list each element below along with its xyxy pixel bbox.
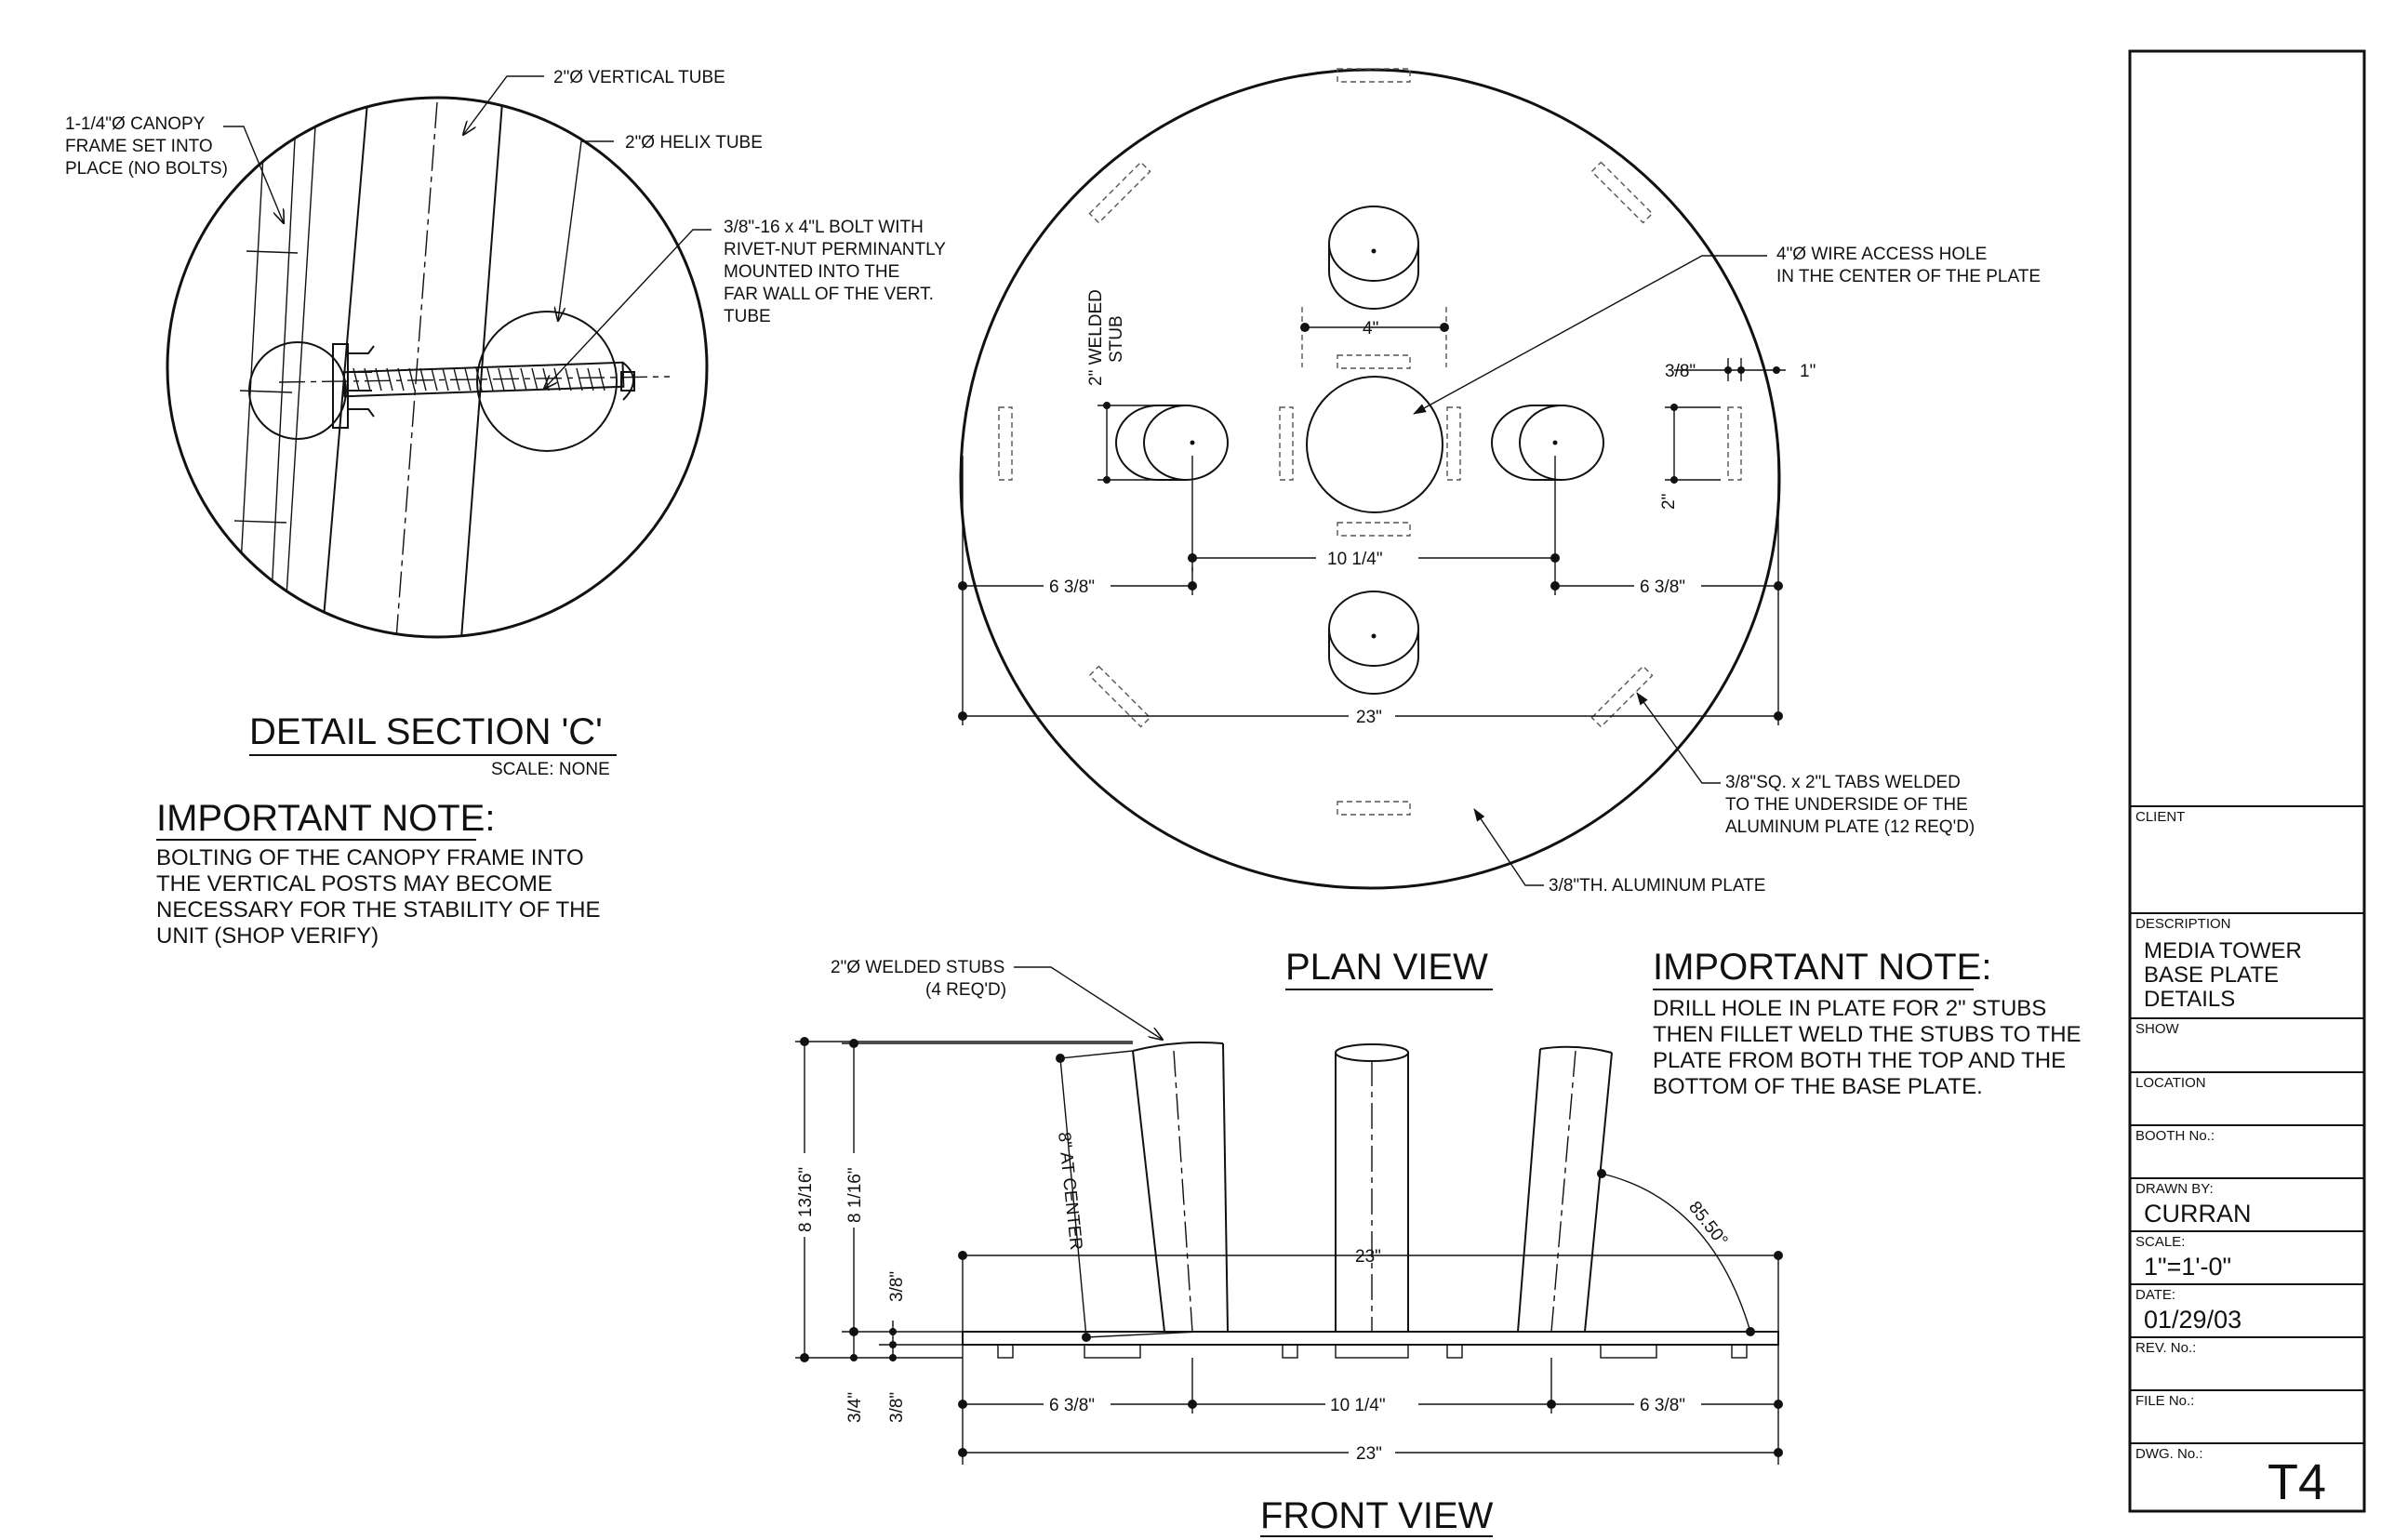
callout-bolt-4: FAR WALL OF THE VERT. [724, 285, 934, 304]
plan-stub-top [1328, 206, 1419, 310]
front-at-center: 8" AT CENTER [1054, 1131, 1085, 1251]
plan-stub-left [1115, 405, 1229, 481]
front-stubs-1: 2"Ø WELDED STUBS [831, 958, 1004, 977]
note-right-line-1: DRILL HOLE IN PLATE FOR 2" STUBS [1653, 996, 2046, 1021]
callout-helix-tube: 2"Ø HELIX TUBE [625, 133, 763, 153]
front-dim-center-span: 10 1/4" [1330, 1396, 1386, 1415]
note-right-title: IMPORTANT NOTE: [1653, 947, 1991, 988]
front-dim-width-top: 23" [1355, 1247, 1381, 1267]
note-right-line-2: THEN FILLET WELD THE STUBS TO THE [1653, 1022, 2082, 1047]
tb-scale-label: SCALE: [2135, 1234, 2185, 1250]
plan-tabs-3: ALUMINUM PLATE (12 REQ'D) [1725, 817, 1975, 837]
tb-file-label: FILE No.: [2135, 1393, 2194, 1409]
callout-canopy-1: 1-1/4"Ø CANOPY [65, 114, 206, 134]
front-title: FRONT VIEW [1260, 1495, 1494, 1536]
front-view: 8" AT CENTER 85.50° 8 13/16" 8 1/16" 3/8… [791, 958, 1783, 1537]
tb-date-label: DATE: [2135, 1287, 2175, 1303]
tb-description-label: DESCRIPTION [2135, 916, 2231, 932]
note-left-line-3: NECESSARY FOR THE STABILITY OF THE [156, 897, 600, 923]
plan-dim-edge-right: 6 3/8" [1640, 578, 1685, 597]
callout-bolt-1: 3/8"-16 x 4"L BOLT WITH [724, 218, 924, 237]
front-dim-h-stub: 8 1/16" [845, 1167, 865, 1223]
plan-wire-hole-2: IN THE CENTER OF THE PLATE [1776, 267, 2041, 286]
note-left-title: IMPORTANT NOTE: [156, 798, 495, 839]
callout-bolt-5: TUBE [724, 307, 771, 326]
callout-canopy-3: PLACE (NO BOLTS) [65, 159, 228, 179]
plan-tabs-1: 3/8"SQ. x 2"L TABS WELDED [1725, 773, 1961, 792]
title-block: CLIENT DESCRIPTION MEDIA TOWER BASE PLAT… [2128, 49, 2366, 1513]
plan-stub-right [1491, 405, 1604, 481]
front-dim-edge-right: 6 3/8" [1640, 1396, 1685, 1415]
tb-location-label: LOCATION [2135, 1075, 2206, 1091]
plan-dim-hole: 4" [1363, 319, 1378, 339]
plan-dim-overall: 23" [1356, 708, 1382, 727]
front-dim-overall: 23" [1356, 1444, 1382, 1464]
front-dim-plate: 3/8" [887, 1271, 907, 1302]
callout-vertical-tube: 2"Ø VERTICAL TUBE [553, 68, 725, 87]
detail-scale: SCALE: NONE [491, 760, 610, 779]
tb-description-3: DETAILS [2144, 987, 2235, 1012]
front-dim-edge-left: 6 3/8" [1049, 1396, 1095, 1415]
plan-dim-edge-left: 6 3/8" [1049, 578, 1095, 597]
important-note-right: IMPORTANT NOTE: DRILL HOLE IN PLATE FOR … [1653, 947, 2082, 1099]
tb-rev-label: REV. No.: [2135, 1340, 2196, 1356]
detail-geometry [233, 101, 671, 637]
plan-dim-tab-thick: 3/8" [1665, 362, 1696, 381]
note-left-line-1: BOLTING OF THE CANOPY FRAME INTO [156, 845, 584, 870]
tb-date-value: 01/29/03 [2144, 1306, 2241, 1334]
plan-dim-center-span: 10 1/4" [1327, 550, 1383, 569]
tb-description-1: MEDIA TOWER [2144, 938, 2302, 963]
tb-dwg-value: T4 [2268, 1454, 2326, 1510]
tb-client-label: CLIENT [2135, 809, 2185, 825]
front-stubs-2: (4 REQ'D) [925, 980, 1006, 1000]
plan-title: PLAN VIEW [1285, 947, 1488, 988]
plan-tabs-2: TO THE UNDERSIDE OF THE [1725, 795, 1968, 815]
front-stub-center [1335, 1043, 1409, 1332]
callout-canopy-2: FRAME SET INTO [65, 137, 213, 156]
front-stub-left [1132, 1042, 1229, 1333]
note-right-line-4: BOTTOM OF THE BASE PLATE. [1653, 1074, 1983, 1099]
plan-dim-tab-gap: 1" [1800, 362, 1816, 381]
detail-section-c: 2"Ø VERTICAL TUBE 1-1/4"Ø CANOPY FRAME S… [65, 68, 946, 779]
tb-description-2: BASE PLATE [2144, 962, 2279, 988]
detail-circle [166, 96, 709, 639]
wire-access-hole [1306, 376, 1443, 513]
tb-booth-label: BOOTH No.: [2135, 1128, 2215, 1144]
tb-scale-value: 1"=1'-0" [2144, 1253, 2231, 1281]
note-right-line-3: PLATE FROM BOTH THE TOP AND THE [1653, 1048, 2066, 1073]
front-stub-right [1517, 1045, 1613, 1333]
callout-bolt-2: RIVET-NUT PERMINANTLY [724, 240, 946, 259]
plan-dim-tab-len: 2" [1659, 494, 1679, 510]
plan-welded-stub-2: STUB [1107, 315, 1126, 363]
note-left-line-4: UNIT (SHOP VERIFY) [156, 923, 379, 949]
front-dim-tab: 3/8" [887, 1392, 907, 1423]
tb-drawn-value: CURRAN [2144, 1200, 2252, 1228]
note-left-line-2: THE VERTICAL POSTS MAY BECOME [156, 871, 552, 896]
plan-welded-stub-1: 2" WELDED [1086, 289, 1106, 386]
plan-wire-hole-1: 4"Ø WIRE ACCESS HOLE [1776, 245, 1987, 264]
important-note-left: IMPORTANT NOTE: BOLTING OF THE CANOPY FR… [156, 798, 600, 949]
plan-view: 4" 3/8" 1" 2" 2" WELDED STUB 10 1/4" [958, 68, 2041, 990]
base-plate-circle [959, 68, 1781, 890]
tb-dwg-label: DWG. No.: [2135, 1446, 2203, 1462]
tb-drawn-label: DRAWN BY: [2135, 1181, 2214, 1197]
plan-plate: 3/8"TH. ALUMINUM PLATE [1549, 876, 1765, 896]
tb-show-label: SHOW [2135, 1021, 2180, 1037]
front-dim-base: 3/4" [845, 1392, 865, 1423]
front-dim-h-total: 8 13/16" [796, 1167, 816, 1232]
plan-stub-bottom [1328, 591, 1419, 695]
detail-title: DETAIL SECTION 'C' [249, 711, 603, 752]
hidden-tabs [998, 68, 1742, 816]
callout-bolt-3: MOUNTED INTO THE [724, 262, 899, 282]
